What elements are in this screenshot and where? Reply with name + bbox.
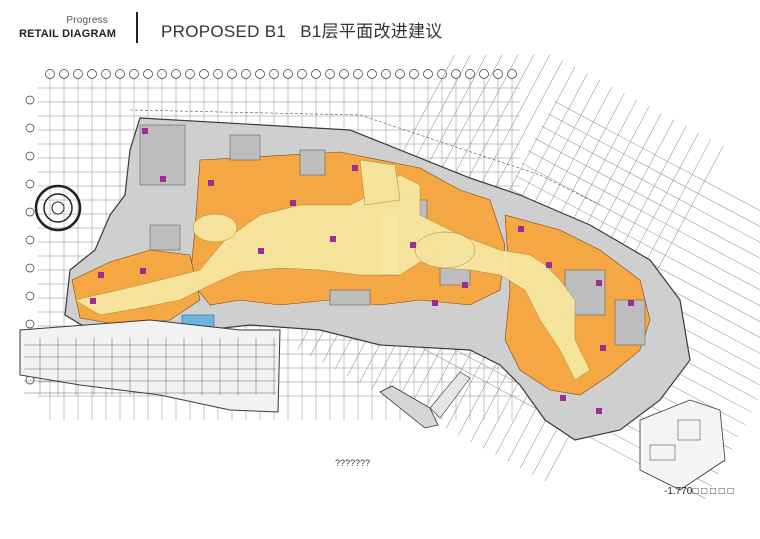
progress-label: Progress	[66, 15, 108, 26]
drawing-caption: ???????	[335, 458, 371, 468]
accent-marker	[98, 272, 104, 278]
grid-bubble	[227, 69, 237, 79]
grid-bubble	[297, 69, 307, 79]
grid-bubble	[171, 69, 181, 79]
grid-bubble	[25, 179, 35, 189]
grid-bubble	[255, 69, 265, 79]
rotated-grid-line	[534, 138, 760, 289]
grid-bubble	[59, 69, 69, 79]
grid-bubble	[311, 69, 321, 79]
grid-bubble	[25, 207, 35, 217]
grid-bubble	[25, 235, 35, 245]
accent-marker	[208, 180, 214, 186]
page-title: PROPOSED B1 B1层平面改进建议	[161, 17, 443, 42]
grid-bubble	[269, 69, 279, 79]
ramp	[379, 385, 439, 429]
grid-bubble	[367, 69, 377, 79]
rotated-grid-line	[541, 125, 760, 277]
grid-bubble	[353, 69, 363, 79]
rotated-grid-line	[514, 175, 760, 326]
site-boundary	[129, 109, 601, 206]
accent-marker	[160, 176, 166, 182]
grid-bubble	[395, 69, 405, 79]
accent-markers	[90, 128, 634, 414]
grid-bubble	[423, 69, 433, 79]
accent-marker	[410, 242, 416, 248]
rotated-grid-line	[554, 101, 760, 252]
grid-bubble	[73, 69, 83, 79]
accent-marker	[462, 282, 468, 288]
accent-marker	[596, 408, 602, 414]
rotated-grid-line	[521, 162, 760, 314]
grid-bubble	[479, 69, 489, 79]
adjacent-building-southwest	[19, 319, 281, 413]
grid-bubble	[143, 69, 153, 79]
accent-marker	[546, 262, 552, 268]
grid-bubble	[241, 69, 251, 79]
title-chinese: B1层平面改进建议	[300, 22, 443, 41]
grid-bubble	[25, 151, 35, 161]
grid-bubble	[283, 69, 293, 79]
adjacent-building-detail	[24, 338, 276, 395]
floor-level-label: -1.770□ □ □ □ □	[664, 486, 734, 497]
grid-bubble	[199, 69, 209, 79]
grid-bubble	[409, 69, 419, 79]
grid-bubbles	[25, 69, 517, 385]
accent-marker	[600, 345, 606, 351]
section-label: RETAIL DIAGRAM	[19, 28, 117, 40]
accent-marker	[596, 280, 602, 286]
grid-bubble	[25, 291, 35, 301]
rotated-grid-line	[528, 150, 760, 302]
accent-marker	[352, 165, 358, 171]
accent-marker	[142, 128, 148, 134]
floor-plan-drawing	[19, 55, 760, 499]
adjacent-building-southeast	[639, 399, 726, 491]
grid-bubble	[157, 69, 167, 79]
circulation-corridors	[74, 159, 591, 381]
accent-marker	[330, 236, 336, 242]
grid-bubble	[339, 69, 349, 79]
grid-bubble	[129, 69, 139, 79]
accent-marker	[560, 395, 566, 401]
rotated-grid-line	[547, 113, 760, 265]
grid-bubble	[25, 123, 35, 133]
grid-bubble	[437, 69, 447, 79]
grid-bubble	[25, 263, 35, 273]
grid-bubble	[25, 95, 35, 105]
grid-bubble	[325, 69, 335, 79]
roundabout-symbol	[34, 184, 82, 232]
grid-bubble	[45, 69, 55, 79]
grid-bubble	[87, 69, 97, 79]
grid-bubble	[185, 69, 195, 79]
grid-bubble	[115, 69, 125, 79]
accent-marker	[518, 226, 524, 232]
grid-bubble	[101, 69, 111, 79]
page-header: Progress RETAIL DIAGRAM PROPOSED B1 B1层平面…	[0, 0, 760, 52]
grid-bubble	[507, 69, 517, 79]
grid-bubble	[451, 69, 461, 79]
accent-marker	[90, 298, 96, 304]
accent-marker	[258, 248, 264, 254]
grid-bubble	[25, 319, 35, 329]
grid-bubble	[213, 69, 223, 79]
grid-bubble	[493, 69, 503, 79]
accent-marker	[432, 300, 438, 306]
header-divider	[136, 12, 138, 43]
accent-marker	[628, 300, 634, 306]
accent-marker	[290, 200, 296, 206]
title-english: PROPOSED B1	[161, 22, 287, 41]
accent-marker	[140, 268, 146, 274]
grid-bubble	[465, 69, 475, 79]
grid-bubble	[381, 69, 391, 79]
